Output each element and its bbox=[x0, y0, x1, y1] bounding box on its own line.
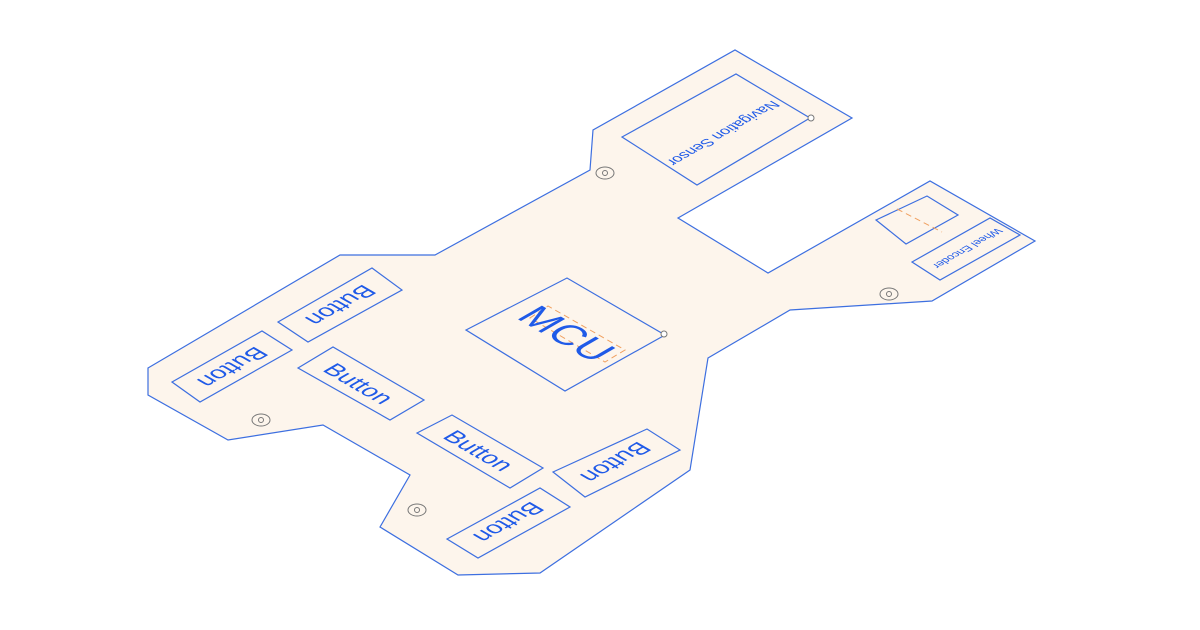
board-outline bbox=[147, 49, 1037, 576]
mounting-hole bbox=[595, 166, 615, 180]
mounting-hole bbox=[251, 413, 271, 427]
pin-one-marker bbox=[660, 330, 668, 338]
small-module-component bbox=[874, 195, 960, 245]
pin-one-marker bbox=[807, 114, 815, 122]
mounting-hole bbox=[879, 287, 899, 301]
mounting-hole bbox=[407, 503, 427, 517]
